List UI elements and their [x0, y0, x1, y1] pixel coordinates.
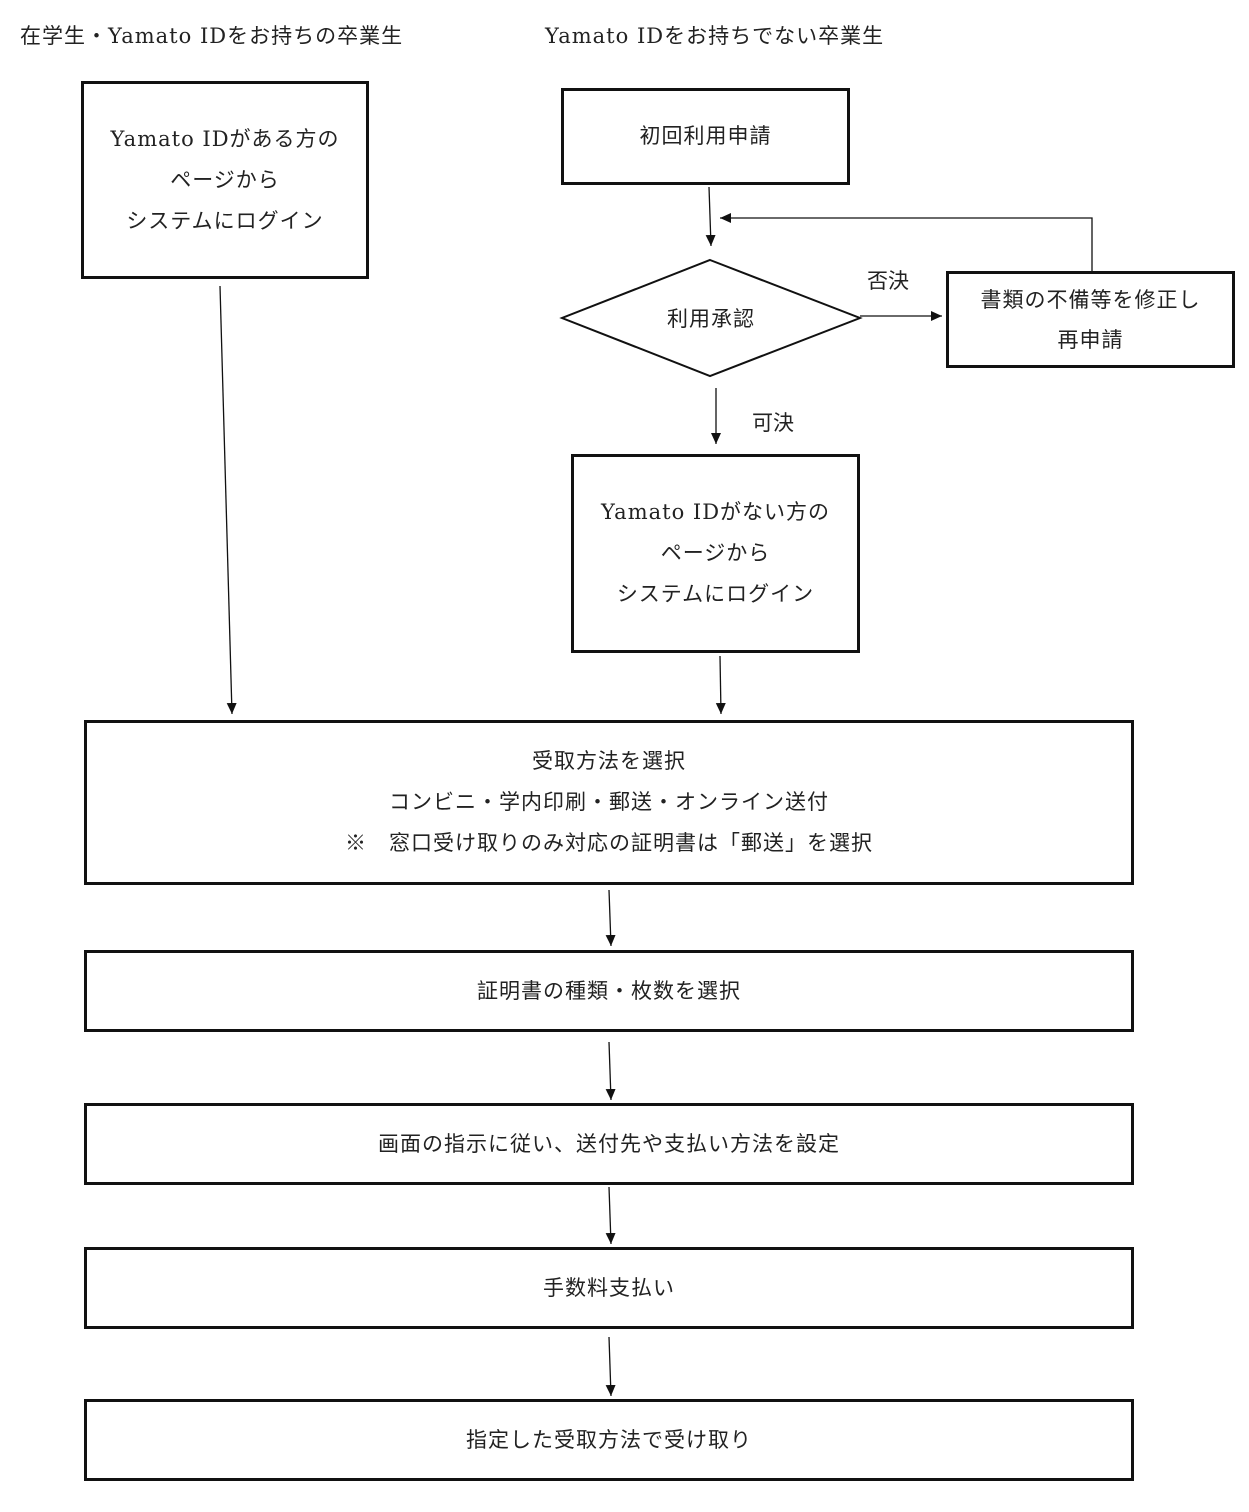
approval-diamond: [559, 258, 863, 378]
arrow-resubmit-loop: [720, 213, 1093, 272]
set-delivery-label: 画面の指示に従い、送付先や支払い方法を設定: [378, 1131, 840, 1156]
login-with-id-line-1: Yamato IDがある方の: [110, 126, 340, 151]
login-with-id-box: Yamato IDがある方の ページから システムにログイン: [81, 81, 369, 279]
select-receipt-line-2: コンビニ・学内印刷・郵送・オンライン送付: [389, 790, 829, 814]
arrow-payment-to-receive: [605, 1336, 616, 1397]
arrow-certificate-to-delivery: [605, 1041, 616, 1101]
login-without-id-box: Yamato IDがない方の ページから システムにログイン: [571, 454, 860, 653]
arrow-delivery-to-payment: [605, 1186, 616, 1245]
select-receipt-line-3: ※ 窓口受け取りのみ対応の証明書は「郵送」を選択: [345, 831, 873, 855]
rejected-label: 否決: [867, 269, 909, 293]
resubmit-line-1: 書類の不備等を修正し: [980, 287, 1201, 312]
login-with-id-line-2: ページから: [170, 167, 280, 192]
pay-fee-label: 手数料支払い: [543, 1275, 675, 1300]
pay-fee-box: 手数料支払い: [84, 1247, 1134, 1329]
login-without-id-line-2: ページから: [660, 541, 771, 565]
select-receipt-box: 受取方法を選択 コンビニ・学内印刷・郵送・オンライン送付 ※ 窓口受け取りのみ対…: [84, 720, 1134, 885]
approval-label: 利用承認: [667, 307, 755, 331]
arrow-application-to-approval: [705, 186, 716, 247]
login-with-id-line-3: システムにログイン: [126, 208, 324, 233]
receive-box: 指定した受取方法で受け取り: [84, 1399, 1134, 1481]
select-certificate-label: 証明書の種類・枚数を選択: [477, 978, 741, 1003]
arrow-receipt-to-certificate: [605, 889, 616, 947]
arrow-login-with-id-to-receipt: [219, 285, 237, 715]
approved-label: 可決: [752, 411, 794, 435]
first-application-box: 初回利用申請: [561, 88, 850, 185]
right-column-heading: Yamato IDをお持ちでない卒業生: [545, 24, 885, 48]
login-without-id-line-3: システムにログイン: [616, 582, 815, 606]
resubmit-line-2: 再申請: [1057, 327, 1124, 352]
set-delivery-box: 画面の指示に従い、送付先や支払い方法を設定: [84, 1103, 1134, 1185]
login-without-id-line-1: Yamato IDがない方の: [600, 500, 831, 524]
resubmit-box: 書類の不備等を修正し 再申請: [946, 271, 1235, 368]
left-column-heading: 在学生・Yamato IDをお持ちの卒業生: [20, 24, 404, 48]
select-receipt-line-1: 受取方法を選択: [532, 749, 686, 773]
receive-label: 指定した受取方法で受け取り: [466, 1427, 752, 1452]
first-application-label: 初回利用申請: [639, 124, 772, 148]
arrow-login-without-id-to-receipt: [715, 655, 726, 715]
select-certificate-box: 証明書の種類・枚数を選択: [84, 950, 1134, 1032]
